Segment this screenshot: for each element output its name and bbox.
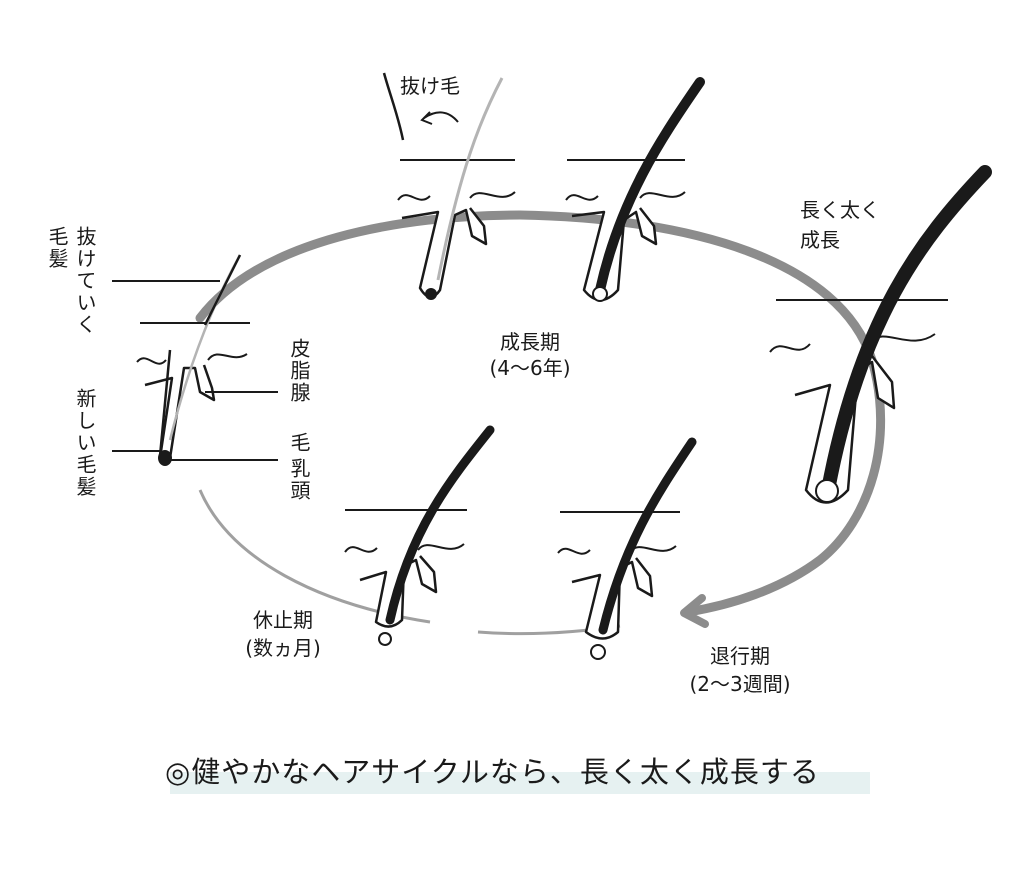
label-anagen-period: (4〜6年) bbox=[489, 356, 571, 380]
stage-catagen bbox=[557, 437, 697, 660]
label-catagen: 退行期 bbox=[710, 644, 770, 668]
caption-highlight bbox=[170, 772, 870, 794]
label-telogen: 休止期 bbox=[253, 608, 313, 632]
stage-telogen bbox=[344, 425, 495, 646]
label-telogen-period: (数ヵ月) bbox=[245, 636, 321, 660]
stage-new-hair bbox=[136, 254, 250, 466]
stage-anagen-full bbox=[769, 165, 992, 504]
stage-shedding bbox=[382, 72, 516, 300]
label-long-thick: 長く太く bbox=[800, 198, 880, 222]
stage-growth-early bbox=[565, 77, 705, 302]
cycle-arrow-head bbox=[680, 594, 709, 628]
label-new-hair: 新しい毛髪 bbox=[73, 388, 97, 498]
label-anagen: 成長期 bbox=[500, 330, 560, 354]
caption: ◎健やかなヘアサイクルなら、長く太く成長する bbox=[165, 755, 820, 789]
label-falling-hair-1: 抜けていく bbox=[73, 226, 97, 336]
label-shed-hair: 抜け毛 bbox=[400, 74, 460, 98]
label-papilla-1: 毛 bbox=[287, 432, 311, 454]
cycle-arrow-upper bbox=[195, 210, 886, 617]
label-sebaceous-gland: 皮脂腺 bbox=[287, 338, 311, 404]
label-catagen-period: (2〜3週間) bbox=[689, 672, 791, 696]
label-grow: 成長 bbox=[800, 228, 840, 252]
label-falling-hair-2: 毛髪 bbox=[45, 226, 69, 270]
label-papilla-2: 乳頭 bbox=[287, 458, 311, 502]
